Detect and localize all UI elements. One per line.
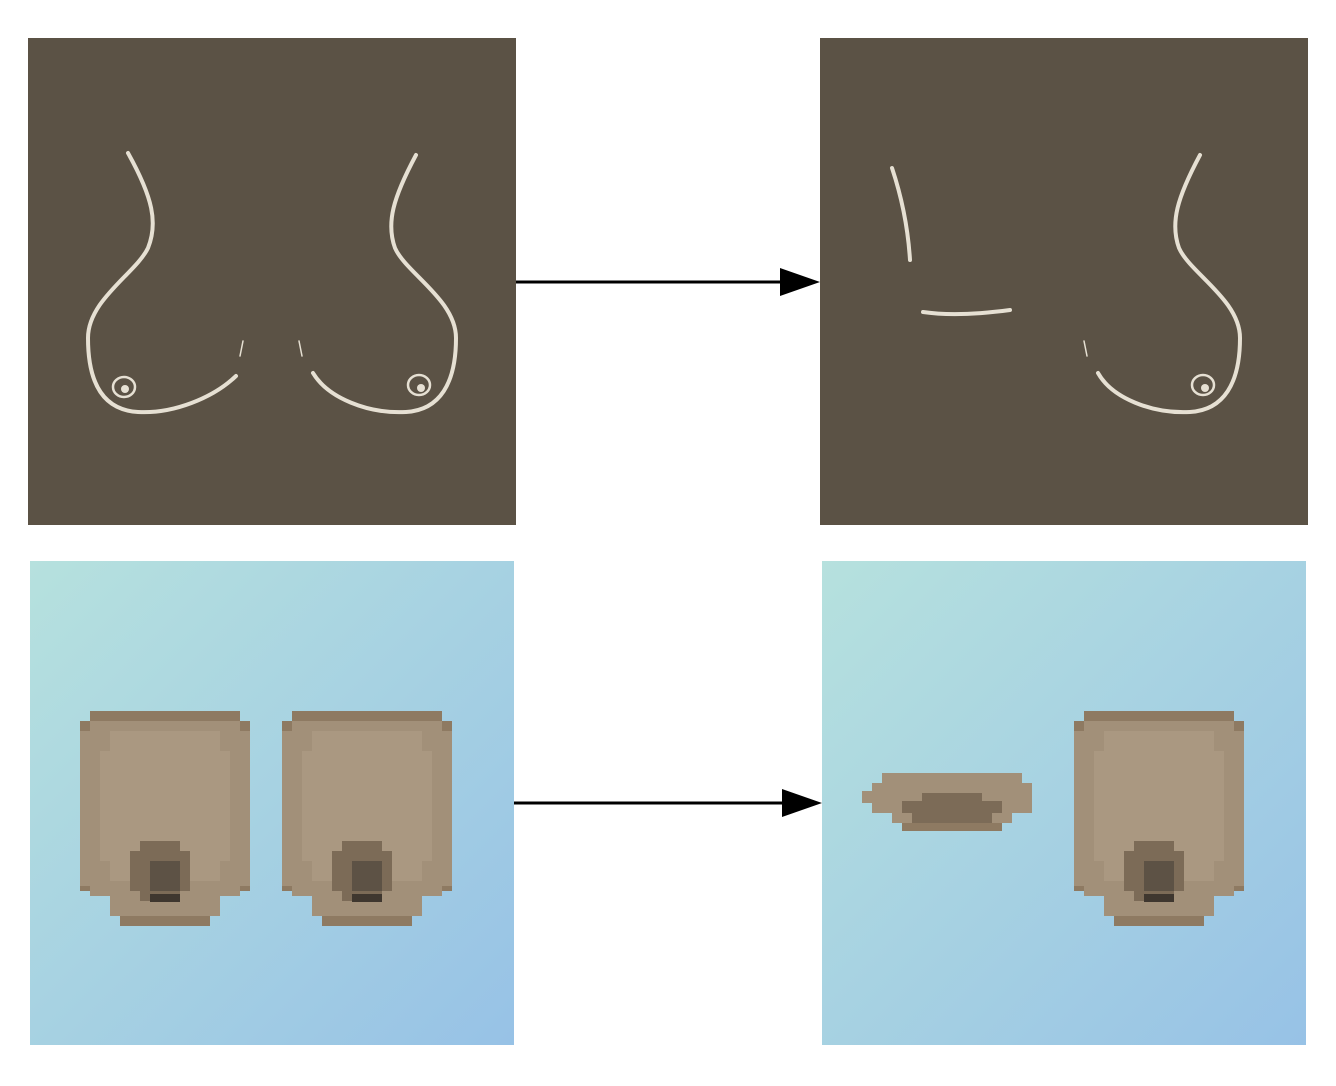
right-nipple <box>1201 384 1209 392</box>
pixel-art-before-image <box>30 561 514 1045</box>
pixel-art-before-panel <box>30 561 514 1045</box>
line-drawing-before-panel <box>28 38 516 525</box>
right-breast-outline <box>311 153 458 415</box>
left-nipple <box>121 385 129 393</box>
arrow-right-icon <box>514 789 822 817</box>
panel-background <box>820 38 1308 525</box>
right-inner-fold <box>1083 340 1088 357</box>
left-side-scar-horizontal <box>921 308 1012 317</box>
right-areola <box>406 373 432 397</box>
left-breast-outline <box>86 151 238 415</box>
right-breast-pixel-shape <box>1074 711 1244 926</box>
right-areola <box>1190 373 1216 397</box>
left-inner-curve <box>225 377 234 385</box>
pixel-art-after-panel <box>822 561 1306 1045</box>
left-inner-fold <box>239 340 244 357</box>
right-breast-pixel-shape <box>282 711 452 926</box>
panel-background <box>28 38 516 525</box>
arrow-right-icon <box>516 268 820 296</box>
left-breast-pixel-shape <box>80 711 250 926</box>
right-nipple <box>417 384 425 392</box>
line-drawing-after-image <box>820 38 1308 525</box>
line-drawing-before-image <box>28 38 516 525</box>
right-breast-outline <box>1096 153 1242 415</box>
pixel-art-after-image <box>822 561 1306 1045</box>
left-side-scar-vertical <box>890 166 912 262</box>
scar-pixel-shape <box>862 773 1032 831</box>
left-areola <box>111 375 137 399</box>
line-drawing-after-panel <box>820 38 1308 525</box>
right-inner-fold <box>298 340 303 357</box>
